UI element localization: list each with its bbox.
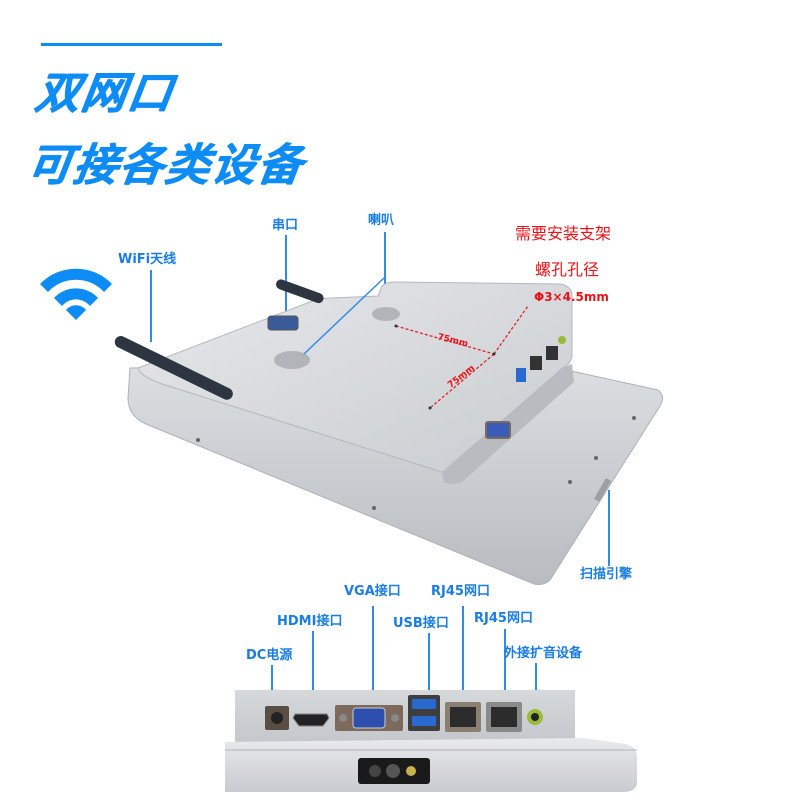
leader-line-serial (285, 235, 287, 325)
leader-line-usb (428, 633, 430, 693)
label-wifi-antenna: WiFi天线 (118, 252, 177, 267)
leader-line-audio (535, 663, 537, 701)
leader-line-hdmi (312, 631, 314, 711)
label-audio-out: 外接扩音设备 (504, 646, 583, 661)
leader-line-speaker-diagonal (303, 277, 385, 355)
leader-line-rj45-2 (504, 629, 506, 699)
leader-line-wifi (150, 270, 152, 342)
headline-dual-ports: 双网口 (32, 68, 178, 119)
device-port-side-image (225, 690, 637, 792)
mounting-hole-size: Φ3×4.5mm (534, 290, 609, 304)
label-serial-port: 串口 (272, 218, 299, 233)
leader-line-dc (271, 665, 273, 707)
header-accent-bar (41, 43, 222, 46)
leader-line-vga (372, 606, 374, 706)
label-vga: VGA接口 (344, 584, 401, 599)
label-speaker: 喇叭 (368, 213, 395, 228)
leader-line-scan-engine (608, 490, 610, 566)
label-rj45-2: RJ45网口 (474, 611, 533, 626)
leader-line-rj45-1 (462, 606, 464, 698)
label-scan-engine: 扫描引擎 (580, 567, 633, 582)
leader-line-speaker (384, 232, 386, 308)
device-rear-view-image (114, 279, 664, 585)
label-hdmi: HDMI接口 (277, 614, 343, 629)
mounting-note-line2: 螺孔孔径 (535, 260, 600, 279)
label-rj45-1: RJ45网口 (431, 584, 490, 599)
label-dc-power: DC电源 (246, 648, 293, 663)
mounting-note-line1: 需要安装支架 (515, 224, 612, 243)
label-usb: USB接口 (393, 616, 449, 631)
wifi-icon (40, 268, 112, 320)
headline-connect-devices: 可接各类设备 (24, 140, 308, 191)
